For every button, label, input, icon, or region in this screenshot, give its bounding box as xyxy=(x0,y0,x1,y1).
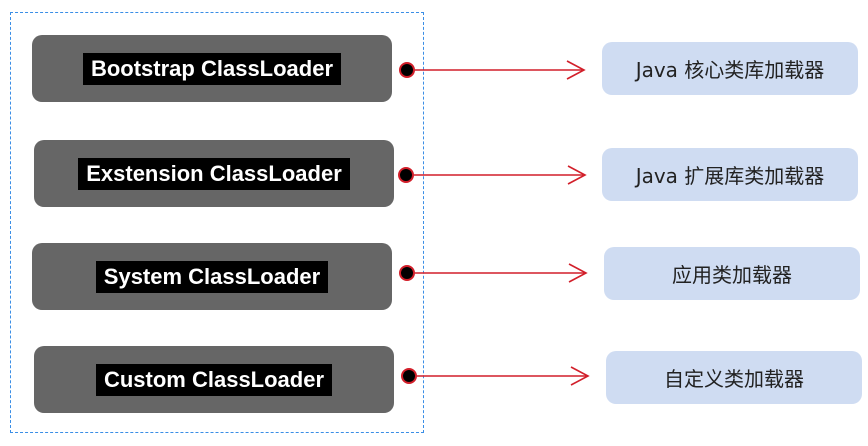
extension-description-box: Java 扩展库类加载器 xyxy=(602,148,858,201)
system-classloader-label: System ClassLoader xyxy=(95,260,329,293)
extension-classloader-box: Exstension ClassLoader xyxy=(34,140,394,207)
extension-description-label: Java 扩展库类加载器 xyxy=(635,164,825,188)
extension-classloader-label: Exstension ClassLoader xyxy=(78,157,350,190)
arrow-head-4 xyxy=(570,366,590,386)
bootstrap-description-label: Java 核心类库加载器 xyxy=(635,58,825,82)
connector-dot-4 xyxy=(401,368,417,384)
system-description-label: 应用类加载器 xyxy=(672,263,792,287)
bootstrap-classloader-label: Bootstrap ClassLoader xyxy=(82,52,342,85)
arrow-head-1 xyxy=(566,60,586,80)
connector-dot-1 xyxy=(399,62,415,78)
system-classloader-box: System ClassLoader xyxy=(32,243,392,310)
bootstrap-description-box: Java 核心类库加载器 xyxy=(602,42,858,95)
arrow-head-3 xyxy=(568,263,588,283)
connector-dot-3 xyxy=(399,265,415,281)
custom-description-box: 自定义类加载器 xyxy=(606,351,862,404)
connector-dot-2 xyxy=(398,167,414,183)
bootstrap-classloader-box: Bootstrap ClassLoader xyxy=(32,35,392,102)
custom-description-label: 自定义类加载器 xyxy=(664,367,804,391)
custom-classloader-box: Custom ClassLoader xyxy=(34,346,394,413)
system-description-box: 应用类加载器 xyxy=(604,247,860,300)
classloader-group-frame xyxy=(10,12,424,433)
arrow-head-2 xyxy=(567,165,587,185)
custom-classloader-label: Custom ClassLoader xyxy=(95,363,333,396)
